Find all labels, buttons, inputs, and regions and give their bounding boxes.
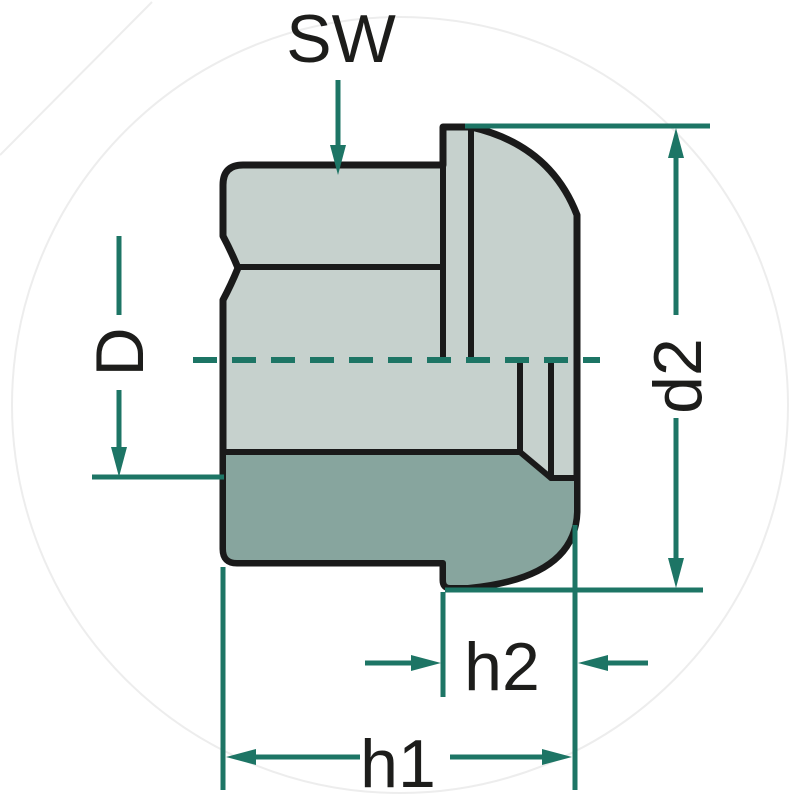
h1-right-arrowhead-icon bbox=[542, 749, 572, 765]
d2-up-arrowhead-icon bbox=[668, 128, 684, 158]
sw-arrowhead-icon bbox=[330, 145, 346, 175]
dimension-d2: d2 bbox=[445, 123, 716, 593]
nut-cone-seat bbox=[220, 449, 580, 591]
nut-edges bbox=[235, 124, 554, 481]
dimension-sw: SW bbox=[286, 1, 396, 175]
sw-label: SW bbox=[286, 1, 396, 77]
d-label: D bbox=[82, 327, 158, 376]
dimension-d: D bbox=[82, 236, 224, 480]
dimension-h1: h1 bbox=[220, 567, 572, 800]
watermark bbox=[0, 1, 789, 794]
d-arrowhead-icon bbox=[111, 447, 127, 477]
d2-down-arrowhead-icon bbox=[668, 558, 684, 588]
h1-label: h1 bbox=[360, 726, 436, 800]
dimension-h2: h2 bbox=[365, 525, 648, 790]
d2-label: d2 bbox=[640, 338, 716, 414]
h2-right-arrowhead-icon bbox=[578, 655, 608, 671]
watermark-diagonal bbox=[0, 1, 153, 156]
h2-left-arrowhead-icon bbox=[411, 655, 441, 671]
h1-left-arrowhead-icon bbox=[226, 749, 256, 765]
watermark-circle bbox=[11, 16, 789, 794]
h2-label: h2 bbox=[464, 629, 540, 705]
